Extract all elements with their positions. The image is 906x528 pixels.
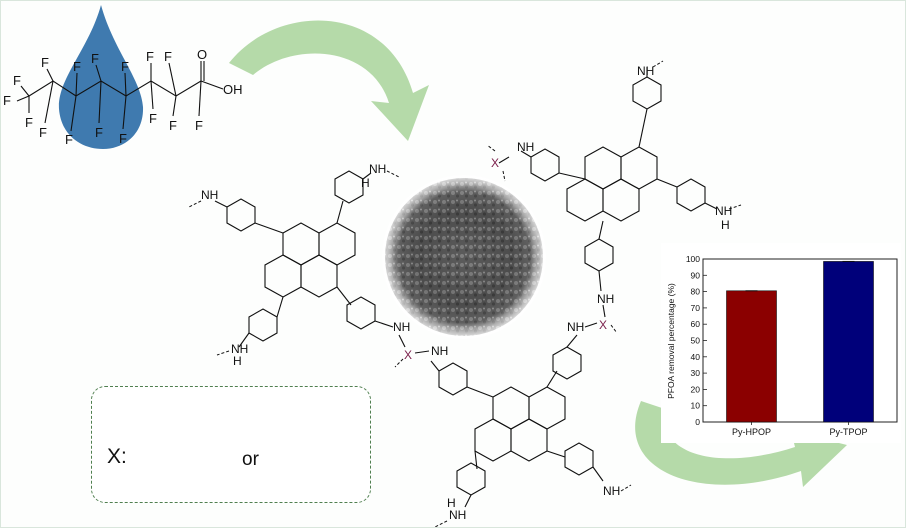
fluorine-atom: F bbox=[164, 49, 172, 64]
amine-group: NH bbox=[715, 204, 732, 218]
amine-group: NH bbox=[369, 162, 386, 176]
y-tick-label: 0 bbox=[695, 417, 700, 427]
fluorine-atom: F bbox=[146, 49, 154, 64]
y-tick-label: 90 bbox=[691, 270, 701, 280]
bar-py-tpop bbox=[823, 261, 874, 423]
hydroxyl-group: OH bbox=[223, 82, 243, 97]
amine-group: NH bbox=[393, 320, 410, 334]
bar-py-hpop bbox=[726, 290, 777, 423]
y-tick-label: 100 bbox=[686, 254, 700, 264]
fluorine-atom: F bbox=[3, 93, 11, 108]
x-tick-label: Py-TPOP bbox=[829, 427, 867, 437]
fluorine-atom: F bbox=[119, 131, 127, 146]
fluorine-atom: F bbox=[13, 73, 21, 88]
hydrogen-atom: H bbox=[721, 218, 730, 232]
fluorine-atom: F bbox=[65, 132, 73, 147]
bar-series bbox=[726, 260, 874, 423]
y-tick-label: 70 bbox=[691, 303, 701, 313]
amine-group: NH bbox=[597, 292, 614, 306]
amine-group: NH bbox=[431, 344, 448, 358]
amine-group: NH bbox=[637, 64, 654, 78]
hydrogen-atom: H bbox=[361, 176, 370, 190]
amine-group: NH bbox=[567, 320, 584, 334]
hydrogen-atom: H bbox=[233, 354, 242, 368]
pfoa-removal-chart: 0 10 20 30 40 50 60 70 80 90 100 Py-HPOP Py-TPOP PF… bbox=[661, 243, 901, 443]
fluorine-atom: F bbox=[121, 59, 129, 74]
amine-group: NH bbox=[517, 140, 534, 154]
or-label: or bbox=[242, 449, 259, 470]
x-tick-label: Py-HPOP bbox=[732, 427, 771, 437]
sem-micrograph bbox=[382, 175, 546, 339]
y-axis-label: PFOA removal percentage (%) bbox=[666, 283, 676, 399]
linker-top: X bbox=[486, 144, 510, 182]
y-tick-label: 30 bbox=[691, 368, 701, 378]
pyrene-monomer-left bbox=[214, 170, 394, 348]
amine-group: NH bbox=[449, 508, 466, 522]
fluorine-atom: F bbox=[91, 51, 99, 66]
fluorine-atom: F bbox=[39, 125, 47, 140]
fluorine-atom: F bbox=[41, 55, 49, 70]
fluorine-atom: F bbox=[169, 118, 177, 133]
water-drop-icon bbox=[58, 5, 144, 149]
linker-x: X bbox=[404, 348, 412, 362]
linker-left: X bbox=[394, 334, 430, 368]
pfoa-molecule: F F F F F F F F F F F F F F F F O OH bbox=[3, 47, 243, 147]
pyrene-monomer-right bbox=[520, 67, 718, 292]
y-tick-label: 50 bbox=[691, 336, 701, 346]
amine-group: NH bbox=[603, 484, 620, 498]
y-tick-label: 80 bbox=[691, 287, 701, 297]
amine-group: NH bbox=[231, 342, 248, 356]
y-tick-label: 40 bbox=[691, 352, 701, 362]
y-axis: 0 10 20 30 40 50 60 70 80 90 100 bbox=[686, 254, 707, 427]
bottom-arrow-icon bbox=[635, 401, 847, 487]
oxygen-atom: O bbox=[197, 47, 207, 62]
linker-legend-box bbox=[91, 386, 371, 503]
linker-right: X bbox=[584, 304, 618, 334]
fluorine-atom: F bbox=[95, 125, 103, 140]
fluorine-atom: F bbox=[195, 118, 203, 133]
top-arrow-icon bbox=[229, 20, 429, 141]
hydrogen-atom: H bbox=[447, 496, 456, 510]
linker-label: X: bbox=[107, 445, 127, 468]
x-axis: Py-HPOP Py-TPOP bbox=[732, 422, 868, 437]
pyrene-monomer-bottom bbox=[430, 334, 604, 508]
linker-x: X bbox=[491, 156, 499, 170]
fluorine-atom: F bbox=[149, 111, 157, 126]
y-tick-label: 60 bbox=[691, 319, 701, 329]
y-tick-label: 20 bbox=[691, 384, 701, 394]
y-tick-label: 10 bbox=[691, 401, 701, 411]
fluorine-atom: F bbox=[25, 115, 33, 130]
amine-group: NH bbox=[201, 188, 218, 202]
linker-x: X bbox=[599, 318, 607, 332]
fluorine-atom: F bbox=[73, 59, 81, 74]
